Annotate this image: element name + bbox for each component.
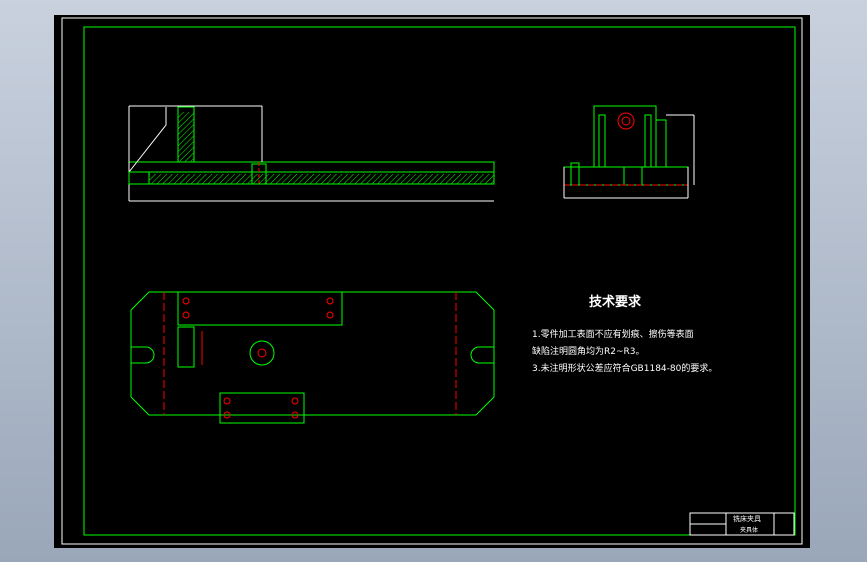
outer-frame bbox=[61, 17, 803, 545]
inner-frame bbox=[83, 26, 796, 536]
tech-requirements: 技术要求 1.零件加工表面不应有划痕、擦伤等表面 缺陷注明圆角均为R2~R3。 … bbox=[532, 294, 717, 374]
tech-req-line-1: 1.零件加工表面不应有划痕、擦伤等表面 bbox=[532, 328, 694, 340]
tech-req-line-3: 3.未注明形状公差应符合GB1184-80的要求。 bbox=[532, 362, 717, 374]
tech-req-title: 技术要求 bbox=[589, 294, 642, 310]
title-block-name: 铣床夹具 bbox=[733, 514, 761, 523]
cad-drawing: 技术要求 1.零件加工表面不应有划痕、擦伤等表面 缺陷注明圆角均为R2~R3。 … bbox=[61, 17, 803, 545]
tech-req-line-2: 缺陷注明圆角均为R2~R3。 bbox=[532, 345, 645, 357]
cad-viewport[interactable]: 技术要求 1.零件加工表面不应有划痕、擦伤等表面 缺陷注明圆角均为R2~R3。 … bbox=[54, 15, 810, 548]
title-block: 铣床夹具 夹具体 bbox=[689, 512, 795, 536]
side-view bbox=[563, 105, 695, 199]
title-block-sub: 夹具体 bbox=[740, 526, 758, 534]
front-view bbox=[128, 105, 495, 202]
top-view bbox=[130, 291, 495, 424]
